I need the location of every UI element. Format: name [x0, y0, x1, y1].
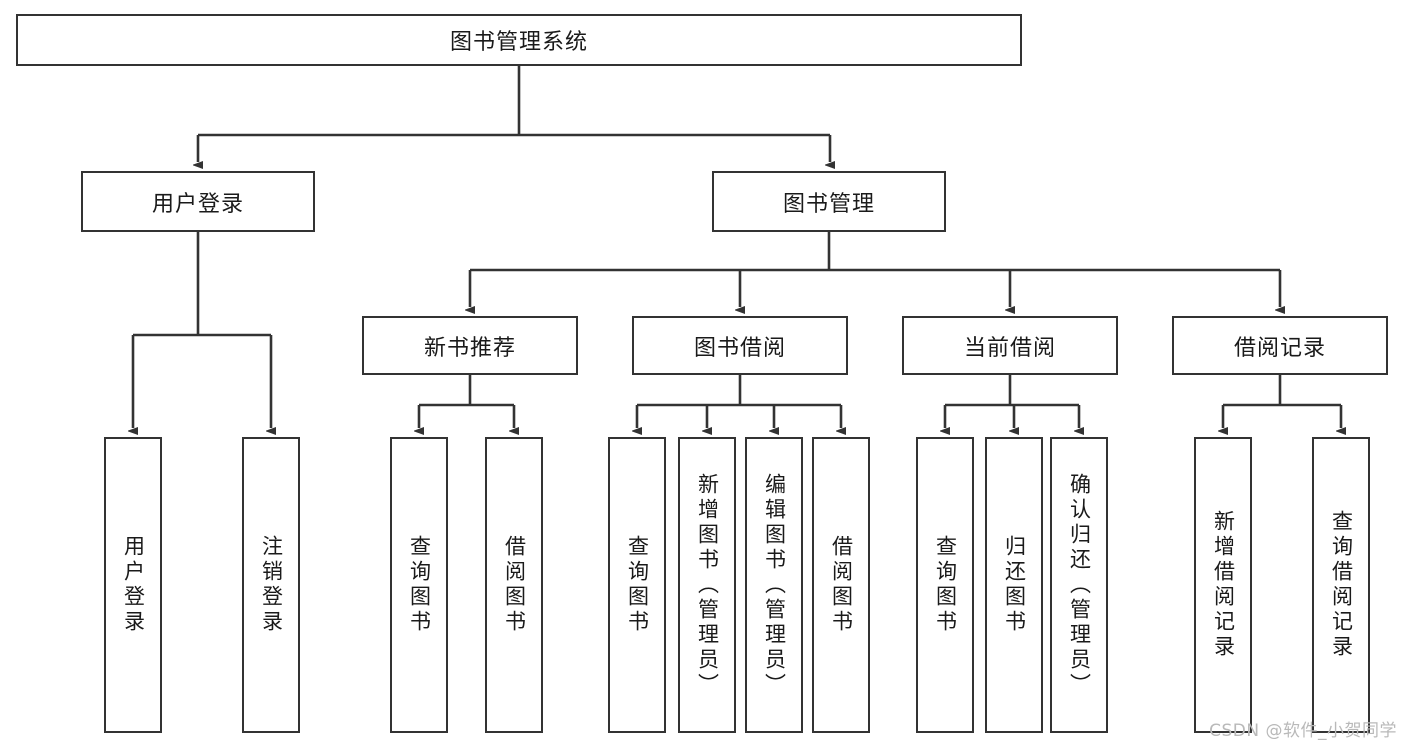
node-leaf-return-book[interactable]: 归还图书: [985, 437, 1043, 733]
node-borrow-record-label: 借阅记录: [1233, 335, 1326, 361]
node-leaf-borrow-book-1[interactable]: 借阅图书: [485, 437, 543, 733]
node-leaf-query-book-3[interactable]: 查询图书: [916, 437, 974, 733]
node-current-borrow-label: 当前借阅: [963, 335, 1056, 361]
node-leaf-return-book-label: 归还图书: [1002, 535, 1027, 635]
node-leaf-query-book-2-label: 查询图书: [625, 535, 650, 635]
node-leaf-query-book-3-label: 查询图书: [933, 535, 958, 635]
node-leaf-borrow-book-2-label: 借阅图书: [829, 535, 854, 635]
node-leaf-user-login-label: 用户登录: [121, 535, 146, 635]
node-book-manage[interactable]: 图书管理: [712, 171, 946, 232]
node-leaf-edit-book-admin-label: 编辑图书（管理员）: [762, 472, 787, 698]
node-root-label: 图书管理系统: [449, 30, 588, 55]
node-leaf-user-logout[interactable]: 注销登录: [242, 437, 300, 733]
node-book-borrow-label: 图书借阅: [693, 335, 786, 361]
node-leaf-borrow-book-2[interactable]: 借阅图书: [812, 437, 870, 733]
node-leaf-add-book-admin[interactable]: 新增图书（管理员）: [678, 437, 736, 733]
node-book-manage-label: 图书管理: [782, 191, 875, 217]
node-leaf-add-book-admin-label: 新增图书（管理员）: [695, 472, 720, 698]
node-leaf-query-borrow-record-label: 查询借阅记录: [1329, 510, 1354, 660]
node-leaf-query-book-1-label: 查询图书: [407, 535, 432, 635]
node-leaf-user-logout-label: 注销登录: [259, 535, 284, 635]
watermark-text: CSDN @软件_小贺同学: [1209, 721, 1397, 741]
node-leaf-query-book-1[interactable]: 查询图书: [390, 437, 448, 733]
node-leaf-borrow-book-1-label: 借阅图书: [502, 535, 527, 635]
node-new-book-recommend[interactable]: 新书推荐: [362, 316, 578, 375]
node-leaf-query-borrow-record[interactable]: 查询借阅记录: [1312, 437, 1370, 733]
node-leaf-edit-book-admin[interactable]: 编辑图书（管理员）: [745, 437, 803, 733]
node-leaf-confirm-return-admin[interactable]: 确认归还（管理员）: [1050, 437, 1108, 733]
node-leaf-confirm-return-admin-label: 确认归还（管理员）: [1067, 472, 1092, 698]
node-book-borrow[interactable]: 图书借阅: [632, 316, 848, 375]
node-root[interactable]: 图书管理系统: [16, 14, 1022, 66]
node-leaf-add-borrow-record-label: 新增借阅记录: [1211, 510, 1236, 660]
node-current-borrow[interactable]: 当前借阅: [902, 316, 1118, 375]
node-user-login[interactable]: 用户登录: [81, 171, 315, 232]
node-user-login-label: 用户登录: [151, 191, 244, 217]
node-leaf-add-borrow-record[interactable]: 新增借阅记录: [1194, 437, 1252, 733]
node-borrow-record[interactable]: 借阅记录: [1172, 316, 1388, 375]
node-leaf-user-login[interactable]: 用户登录: [104, 437, 162, 733]
node-leaf-query-book-2[interactable]: 查询图书: [608, 437, 666, 733]
node-new-book-recommend-label: 新书推荐: [423, 335, 516, 361]
